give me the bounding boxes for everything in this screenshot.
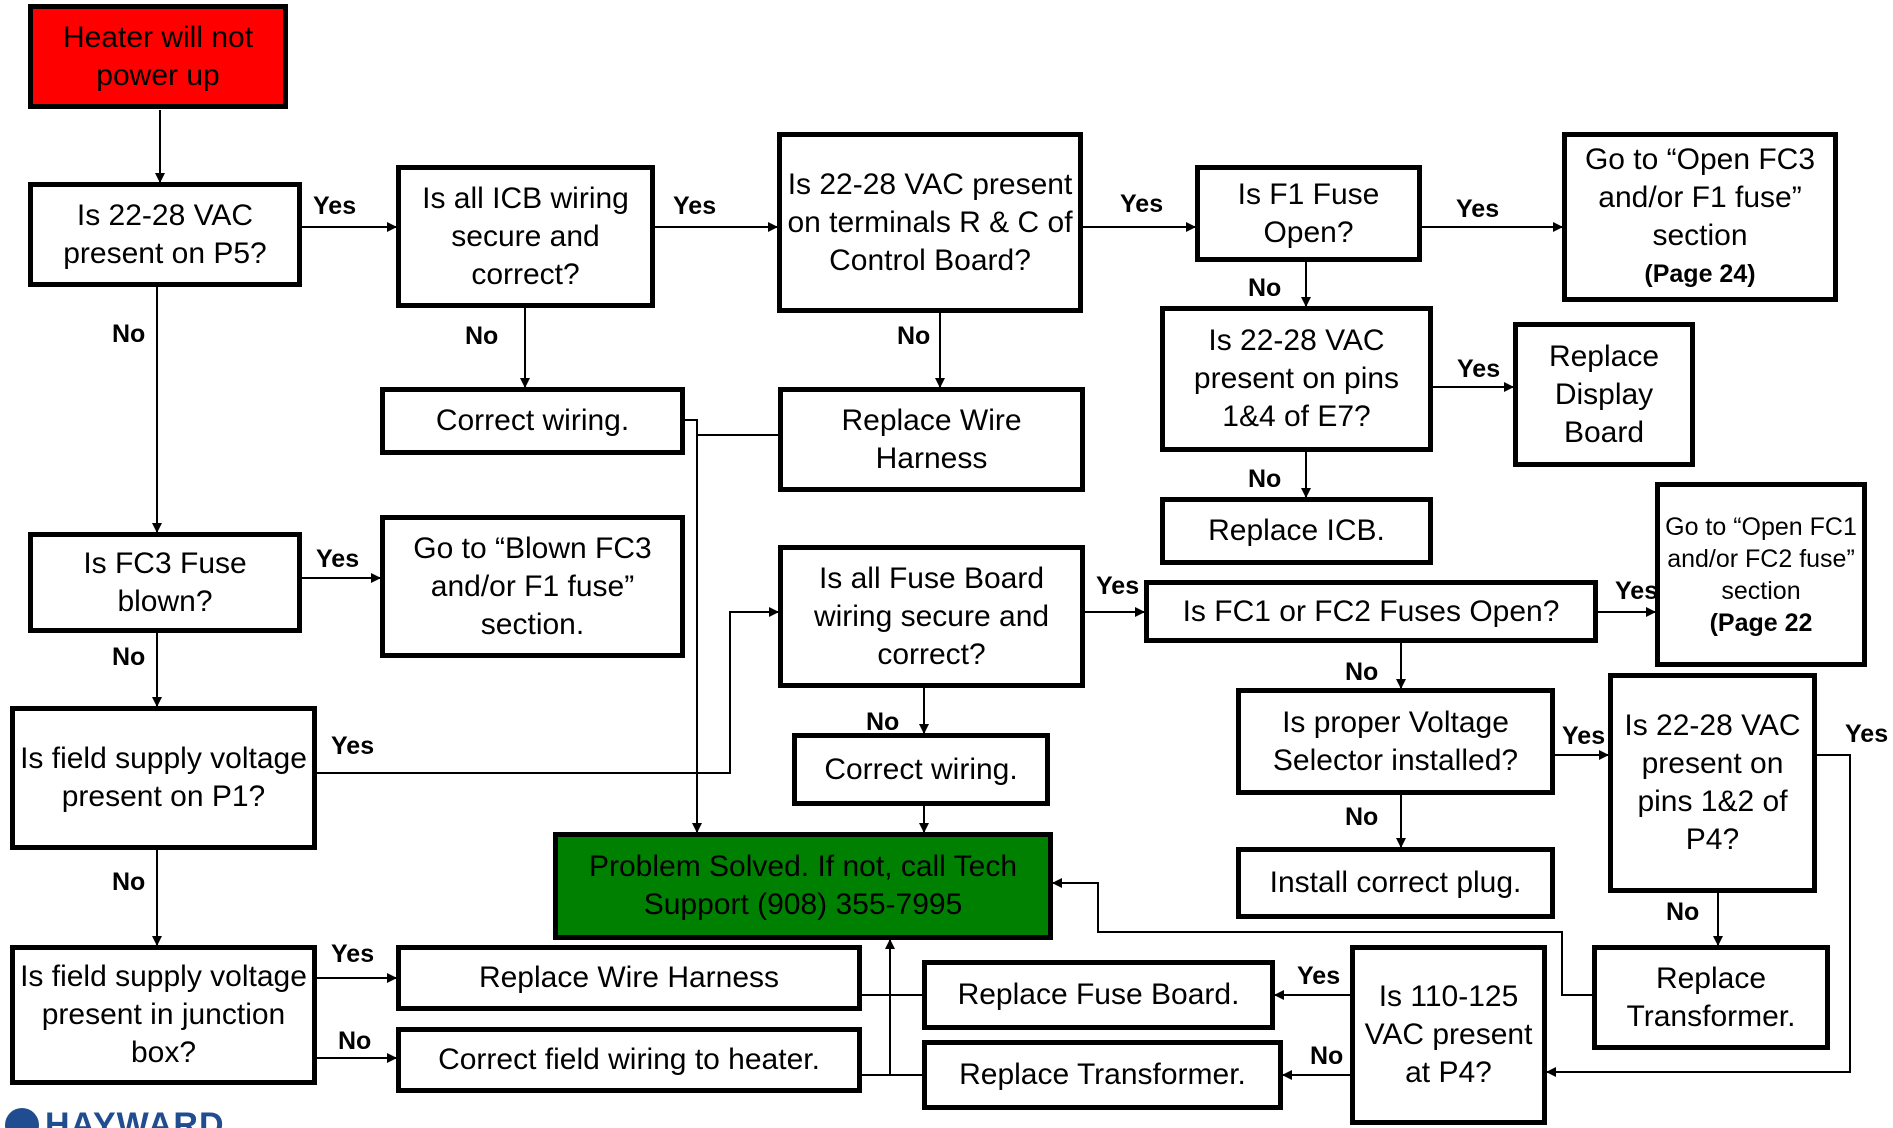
q-110-text: Is 110-125 VAC present at P4? (1364, 980, 1533, 1089)
q-voltage-selector-node: Is proper Voltage Selector installed? (1236, 688, 1555, 795)
goto-fc3-f1-page: (Page 24) (1644, 260, 1756, 288)
label-no: No (465, 322, 499, 350)
goto-blown-fc3-node: Go to “Blown FC3 and/or F1 fuse” section… (380, 515, 685, 658)
replace-fuse-board-node: Replace Fuse Board. (922, 960, 1275, 1030)
edge-transformer1-solved (1052, 878, 1592, 996)
label-yes: Yes (1096, 572, 1140, 600)
q-p5-node: Is 22-28 VAC present on P5? (28, 182, 302, 287)
label-yes: Yes (1297, 962, 1341, 990)
correct-wiring-2-text: Correct wiring. (824, 752, 1018, 786)
replace-transformer-1-node: Replace Transformer. (1592, 945, 1830, 1050)
q-fc1-fc2-node: Is FC1 or FC2 Fuses Open? (1144, 580, 1598, 643)
q-p5-text: Is 22-28 VAC present on P5? (63, 198, 267, 270)
replace-wire-harness-1-node: Replace Wire Harness (778, 387, 1085, 492)
replace-icb-text: Replace ICB. (1208, 514, 1385, 547)
correct-wiring-1-text: Correct wiring. (435, 404, 630, 437)
label-yes: Yes (313, 192, 357, 220)
replace-transformer-2-node: Replace Transformer. (922, 1040, 1283, 1110)
q-voltage-selector-text: Is proper Voltage Selector installed? (1272, 705, 1519, 777)
correct-wiring-2-node: Correct wiring. (792, 733, 1050, 806)
replace-display-node: Replace Display Board (1513, 322, 1695, 467)
q-icb-text: Is all ICB wiring secure and correct? (422, 181, 629, 291)
label-yes: Yes (331, 940, 375, 968)
q-field-p1-node: Is field supply voltage present on P1? (10, 706, 317, 850)
label-yes: Yes (1456, 195, 1500, 223)
label-yes: Yes (1845, 720, 1889, 748)
hayward-logo-mark (5, 1108, 39, 1128)
q-fuse-board-wiring-node: Is all Fuse Board wiring secure and corr… (778, 545, 1085, 688)
goto-fc1-fc2-node: Go to “Open FC1 and/or FC2 fuse” section… (1655, 482, 1867, 667)
hayward-logo-text: HAYWARD (45, 1106, 225, 1128)
edge-p4-q110 (1546, 754, 1851, 1077)
label-no: No (1248, 274, 1282, 302)
label-yes: Yes (673, 192, 717, 220)
problem-solved-text: Problem Solved. If not, call Tech Suppor… (589, 850, 1017, 921)
q-icb-node: Is all ICB wiring secure and correct? (396, 165, 655, 308)
install-plug-text: Install correct plug. (1269, 866, 1522, 899)
goto-fc1-fc2-text: Go to “Open FC1 and/or FC2 fuse” section (1665, 512, 1857, 605)
replace-transformer-1-text: Replace Transformer. (1626, 961, 1796, 1033)
q-rc-text: Is 22-28 VAC present on terminals R & C … (787, 167, 1073, 277)
label-no: No (112, 320, 146, 348)
label-no: No (1345, 658, 1379, 686)
q-fc3-text: Is FC3 Fuse blown? (83, 546, 247, 618)
label-no: No (1666, 898, 1700, 926)
replace-display-text: Replace Display Board (1548, 339, 1660, 449)
replace-transformer-2-text: Replace Transformer. (959, 1058, 1246, 1091)
label-no: No (338, 1027, 372, 1055)
q-e7-text: Is 22-28 VAC present on pins 1&4 of E7? (1193, 324, 1400, 433)
replace-wire-harness-1-text: Replace Wire Harness (841, 403, 1022, 475)
label-yes: Yes (1457, 355, 1501, 383)
replace-wire-harness-2-node: Replace Wire Harness (396, 945, 862, 1011)
replace-icb-node: Replace ICB. (1160, 497, 1433, 565)
label-yes: Yes (316, 545, 360, 573)
replace-wire-harness-2-text: Replace Wire Harness (478, 961, 780, 994)
q-fc3-node: Is FC3 Fuse blown? (28, 532, 302, 633)
label-no: No (112, 868, 146, 896)
problem-solved-node: Problem Solved. If not, call Tech Suppor… (553, 832, 1053, 940)
edge-correct-solved (685, 419, 702, 833)
label-no: No (1310, 1042, 1344, 1070)
q-f1-text: Is F1 Fuse Open? (1237, 177, 1380, 249)
q-fc1-fc2-text: Is FC1 or FC2 Fuses Open? (1182, 594, 1560, 628)
q-f1-node: Is F1 Fuse Open? (1195, 165, 1422, 262)
label-yes: Yes (1120, 190, 1164, 218)
goto-blown-fc3-text: Go to “Blown FC3 and/or F1 fuse” section… (413, 531, 652, 641)
label-yes: Yes (331, 732, 375, 760)
goto-fc1-fc2-page: (Page 22 (1709, 608, 1813, 637)
q-junction-node: Is field supply voltage present in junct… (10, 945, 317, 1085)
replace-fuse-board-text: Replace Fuse Board. (957, 978, 1240, 1011)
correct-field-wiring-node: Correct field wiring to heater. (396, 1027, 862, 1093)
label-yes: Yes (1562, 722, 1606, 750)
hayward-logo: HAYWARD (5, 1108, 225, 1128)
q-rc-node: Is 22-28 VAC present on terminals R & C … (777, 132, 1083, 313)
goto-fc3-f1-node: Go to “Open FC3 and/or F1 fuse” section (… (1562, 132, 1838, 302)
label-no: No (1248, 465, 1282, 493)
edge-p1-fuseboard (317, 607, 779, 774)
q-p4-pins-node: Is 22-28 VAC present on pins 1&2 of P4? (1608, 673, 1817, 893)
goto-fc3-f1-text: Go to “Open FC3 and/or F1 fuse” section (1584, 143, 1816, 252)
label-yes: Yes (1615, 577, 1659, 605)
label-no: No (1345, 803, 1379, 831)
label-no: No (897, 322, 931, 350)
q-e7-node: Is 22-28 VAC present on pins 1&4 of E7? (1160, 306, 1433, 452)
label-no: No (112, 643, 146, 671)
q-p4-pins-text: Is 22-28 VAC present on pins 1&2 of P4? (1624, 709, 1801, 856)
q-fuse-board-wiring-text: Is all Fuse Board wiring secure and corr… (813, 561, 1050, 671)
install-plug-node: Install correct plug. (1236, 847, 1555, 919)
correct-field-wiring-text: Correct field wiring to heater. (438, 1043, 820, 1076)
q-110-node: Is 110-125 VAC present at P4? (1350, 945, 1547, 1125)
start-node: Heater will not power up (28, 4, 288, 109)
edge-collector-solved (862, 940, 922, 1076)
start-text: Heater will not power up (62, 20, 254, 92)
q-junction-text: Is field supply voltage present in junct… (20, 960, 307, 1069)
correct-wiring-1-node: Correct wiring. (380, 387, 685, 455)
q-field-p1-text: Is field supply voltage present on P1? (20, 742, 307, 813)
label-no: No (866, 708, 900, 736)
